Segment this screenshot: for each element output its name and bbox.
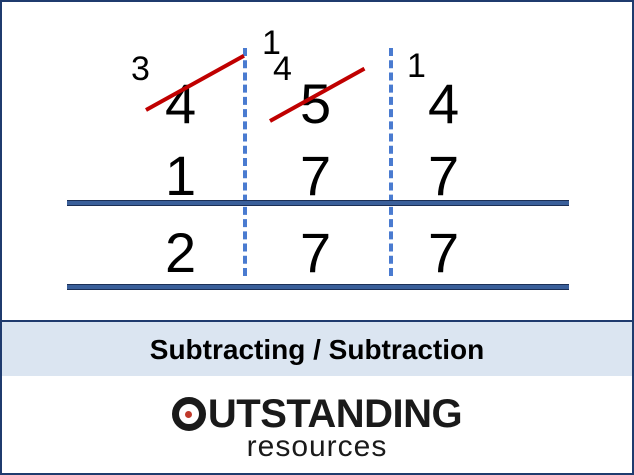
column-subtraction: 3 1 4 1 4 5 4 1 7 7 2 7 7 — [2, 2, 632, 320]
result-tens-digit: 7 — [300, 221, 332, 284]
logo-subtitle: resources — [246, 430, 388, 463]
answer-rule-bottom — [67, 284, 569, 290]
column-divider-left — [243, 48, 247, 276]
middle-hundreds-digit: 1 — [165, 144, 197, 207]
tens-exchanged-digit: 4 — [273, 50, 292, 88]
logo-o-icon — [171, 397, 206, 431]
logo-wordmark: UTSTANDING — [2, 394, 632, 434]
tens-carry-digit: 1 — [262, 24, 281, 62]
brand-logo: UTSTANDING resources — [2, 376, 632, 473]
hundreds-exchanged-digit: 3 — [131, 50, 150, 88]
result-ones-digit: 7 — [428, 221, 460, 284]
column-divider-right — [389, 48, 393, 276]
answer-rule-top — [67, 200, 569, 206]
topic-banner: Subtracting / Subtraction — [2, 320, 632, 378]
top-ones-digit: 4 — [428, 72, 460, 135]
result-hundreds-digit: 2 — [165, 221, 197, 284]
middle-tens-digit: 7 — [300, 144, 332, 207]
middle-ones-digit: 7 — [428, 144, 460, 207]
ones-carry-digit: 1 — [407, 47, 426, 85]
topic-title: Subtracting / Subtraction — [149, 333, 485, 365]
logo-word: UTSTANDING — [207, 392, 463, 436]
